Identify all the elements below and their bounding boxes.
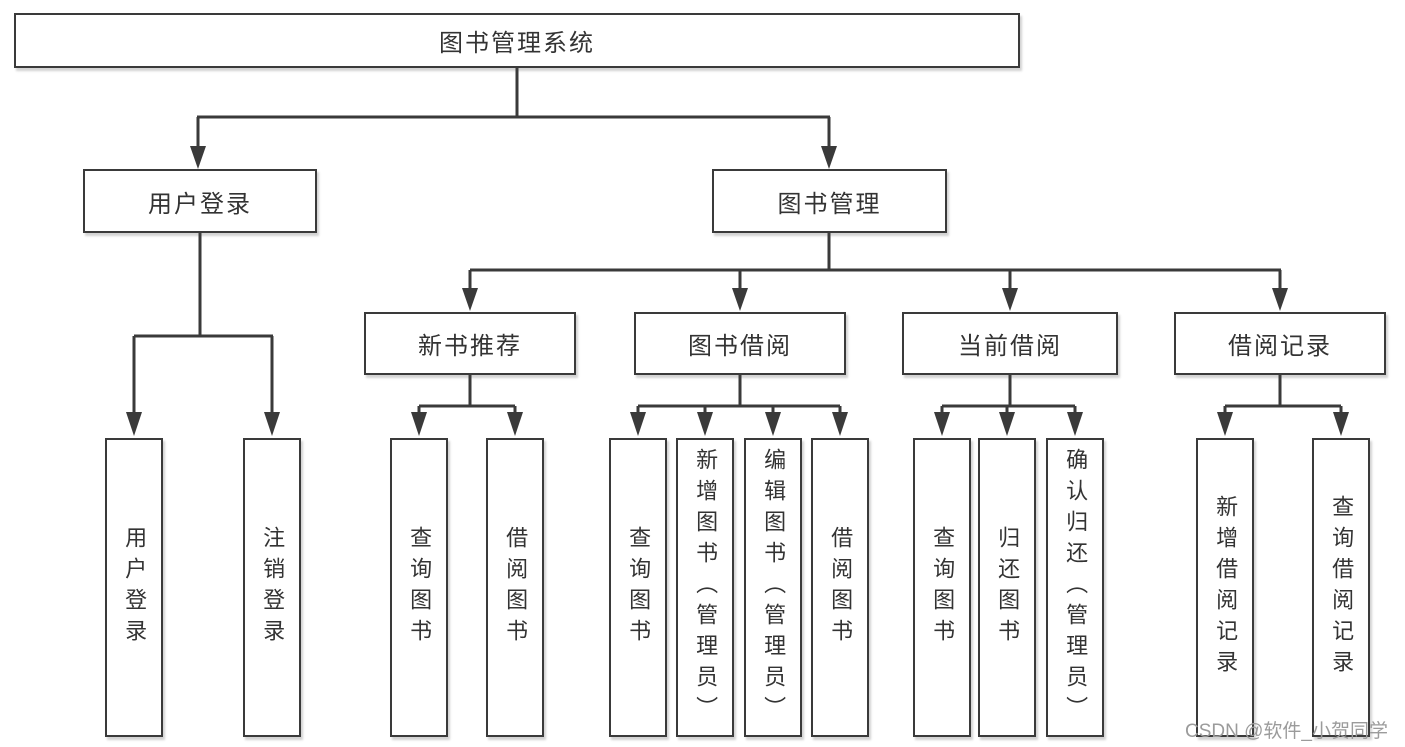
connector-book-management-children [462,233,1288,311]
leaf-borrow-books-label: 借阅图书 [828,525,854,650]
leaf-edit-book-admin-label: 编辑图书（管理员） [761,448,787,727]
leaf-edit-book-admin: 编辑图书（管理员） [744,438,802,737]
node-borrow-records: 借阅记录 [1174,312,1386,375]
leaf-confirm-return-admin: 确认归还（管理员） [1046,438,1104,737]
node-book-management: 图书管理 [712,169,947,233]
leaf-add-borrow-record: 新增借阅记录 [1196,438,1254,737]
leaf-confirm-return-admin-label: 确认归还（管理员） [1063,448,1089,727]
leaf-query-books-borrow: 查询图书 [609,438,667,737]
leaf-user-login-label: 用户登录 [122,525,148,650]
node-current-borrow: 当前借阅 [902,312,1118,375]
leaf-user-login: 用户登录 [105,438,163,737]
leaf-query-books-borrow-label: 查询图书 [626,525,652,650]
leaf-borrow-books-recommend-label: 借阅图书 [503,525,529,650]
node-borrow-records-label: 借阅记录 [1228,333,1332,360]
node-user-login: 用户登录 [83,169,317,233]
leaf-logout: 注销登录 [243,438,301,737]
node-current-borrow-label: 当前借阅 [958,333,1062,360]
leaf-query-books-current-label: 查询图书 [930,525,956,650]
node-new-book-recommend-label: 新书推荐 [418,333,522,360]
leaf-query-books-recommend-label: 查询图书 [407,525,433,650]
leaf-return-book-label: 归还图书 [995,525,1021,650]
leaf-add-book-admin-label: 新增图书（管理员） [693,448,719,727]
leaf-add-book-admin: 新增图书（管理员） [676,438,734,737]
connector-new-book-children [411,375,523,436]
leaf-borrow-books-recommend: 借阅图书 [486,438,544,737]
leaf-query-books-recommend: 查询图书 [390,438,448,737]
leaf-borrow-books: 借阅图书 [811,438,869,737]
node-book-management-label: 图书管理 [777,190,882,218]
leaf-add-borrow-record-label: 新增借阅记录 [1213,494,1239,681]
leaf-query-borrow-record: 查询借阅记录 [1312,438,1370,737]
leaf-query-books-current: 查询图书 [913,438,971,737]
node-library-system: 图书管理系统 [14,13,1020,68]
node-new-book-recommend: 新书推荐 [364,312,576,375]
connector-user-login-children [126,233,280,436]
connector-root-to-level2 [190,68,837,169]
connector-current-borrow-children [934,375,1083,436]
connector-book-borrow-children [630,375,848,436]
node-user-login-label: 用户登录 [148,190,252,218]
leaf-query-borrow-record-label: 查询借阅记录 [1329,494,1355,681]
node-book-borrow-label: 图书借阅 [688,333,792,360]
node-library-system-label: 图书管理系统 [439,30,595,57]
leaf-return-book: 归还图书 [978,438,1036,737]
node-book-borrow: 图书借阅 [634,312,846,375]
csdn-watermark: CSDN @软件_小贺同学 [1185,721,1388,742]
connector-borrow-record-children [1217,375,1349,436]
leaf-logout-label: 注销登录 [260,525,286,650]
